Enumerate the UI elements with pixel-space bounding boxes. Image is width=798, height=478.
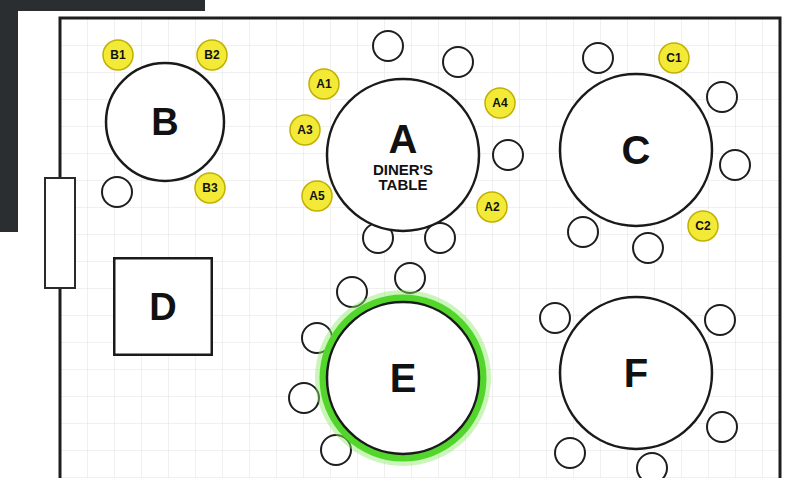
seat-fill [659, 43, 689, 73]
table-letter: E [390, 358, 417, 398]
door-symbol [45, 178, 75, 288]
seat-fill [309, 69, 339, 99]
table-square-outline [114, 258, 212, 355]
seat-label: A5 [302, 181, 332, 211]
table-letter: A [389, 119, 418, 159]
empty-seat [583, 43, 613, 73]
seat-label: A4 [485, 88, 515, 118]
seat-number: A1 [316, 78, 331, 90]
empty-seat [555, 438, 585, 468]
table-letter: F [624, 353, 648, 393]
empty-seat [637, 453, 667, 478]
seat-number: C2 [695, 220, 710, 232]
empty-seat [443, 47, 473, 77]
highlight-glow [322, 297, 484, 459]
empty-seats [102, 31, 750, 478]
table-letter: B [151, 103, 178, 141]
seat-fill [103, 40, 133, 70]
seat-fill [290, 115, 320, 145]
seat-number: A5 [309, 190, 324, 202]
floor-grid [60, 18, 780, 478]
seat-fill [477, 192, 507, 222]
table-circle-outline [327, 79, 479, 231]
seat-fill [485, 88, 515, 118]
room-wall [60, 18, 780, 478]
seat-label: B3 [195, 173, 225, 203]
seat-label: A1 [309, 69, 339, 99]
seat-number: C1 [666, 52, 681, 64]
seat-label: B1 [103, 40, 133, 70]
table-circle: B [105, 62, 225, 182]
table-circle: C [559, 73, 713, 227]
table-caption: DINER'S TABLE [358, 162, 448, 192]
empty-seat [568, 217, 598, 247]
seat-fill [302, 181, 332, 211]
seat-number: A3 [297, 124, 312, 136]
seat-fill [688, 211, 718, 241]
table-circle-outline [106, 63, 224, 181]
highlighted-table: E [326, 301, 480, 455]
table-square: D [113, 257, 213, 356]
table-circle-outline [560, 74, 712, 226]
seat-label: A3 [290, 115, 320, 145]
empty-seat [633, 233, 663, 263]
empty-seat [707, 82, 737, 112]
empty-seat [102, 177, 132, 207]
empty-seat [720, 150, 750, 180]
seat-fill [195, 173, 225, 203]
empty-seat [493, 140, 523, 170]
table-circle-outline [327, 302, 479, 454]
seat-number: A4 [492, 97, 507, 109]
seat-number: B2 [204, 49, 219, 61]
table-circle: F [559, 296, 713, 450]
table-letter: C [622, 130, 651, 170]
empty-seat [705, 305, 735, 335]
empty-seat [707, 412, 737, 442]
empty-seat [289, 383, 319, 413]
seat-number: A2 [484, 201, 499, 213]
highlight-ring [323, 298, 483, 458]
table-circle-outline [560, 297, 712, 449]
seat-number: B1 [110, 49, 125, 61]
seat-fill [197, 40, 227, 70]
table-letter: D [149, 288, 176, 326]
seat-label: C2 [688, 211, 718, 241]
empty-seat [395, 263, 425, 293]
seat-number: B3 [202, 182, 217, 194]
empty-seat [373, 31, 403, 61]
diner-table: ADINER'S TABLE [326, 78, 480, 232]
seat-label: C1 [659, 43, 689, 73]
seat-label: B2 [197, 40, 227, 70]
seat-label: A2 [477, 192, 507, 222]
empty-seat [540, 303, 570, 333]
